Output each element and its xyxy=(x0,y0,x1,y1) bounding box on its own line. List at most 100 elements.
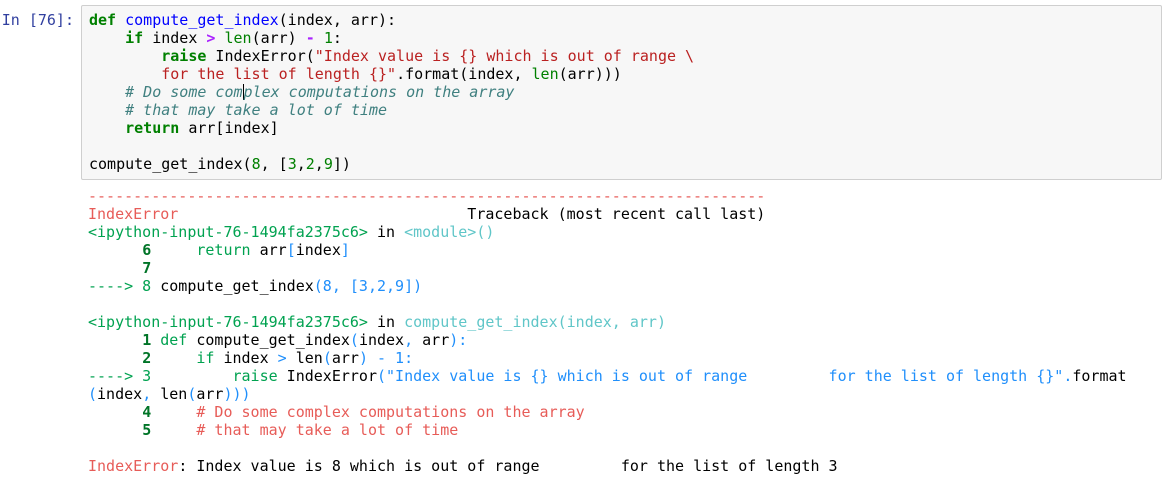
code-text: in xyxy=(367,223,405,241)
kw-raise: raise xyxy=(161,47,207,65)
traceback-header: IndexError Traceback (most recent call l… xyxy=(88,205,765,223)
function-name: compute_get_index xyxy=(125,11,279,29)
code-text: : xyxy=(404,349,414,367)
code-text: : xyxy=(332,29,342,47)
number: 8 xyxy=(251,155,261,173)
kw-if: if xyxy=(125,29,144,47)
code-text: , xyxy=(142,385,152,403)
frame-file: <ipython-input-76-1494fa2375c6> xyxy=(88,223,368,241)
builtin-len: len xyxy=(224,29,252,47)
code-text: index xyxy=(295,241,341,259)
error-message: : Index value is 8 which is out of range… xyxy=(178,457,838,475)
cell-prompt: In [76]: xyxy=(1,11,74,29)
comment: plex computations on the array xyxy=(243,83,515,101)
code-text: arr xyxy=(250,241,287,259)
traceback-frame-1: <ipython-input-76-1494fa2375c6> in <modu… xyxy=(88,223,494,241)
code-text: , xyxy=(404,331,414,349)
number: 1 xyxy=(386,349,405,367)
frame-2-line-1: 1 def compute_get_index(index, arr): xyxy=(88,331,467,349)
frame-1-line-6: 6 return arr[index] xyxy=(88,241,350,259)
code-text: compute_get_index xyxy=(151,277,314,295)
number: 9 xyxy=(323,155,333,173)
code-text: index xyxy=(214,349,278,367)
traceback-separator: ----------------------------------------… xyxy=(88,187,766,205)
code-text: ] xyxy=(340,241,350,259)
code-text: arr xyxy=(196,385,224,403)
line-number: 1 xyxy=(142,331,152,349)
kw-return: return xyxy=(196,241,251,259)
code-editor[interactable]: def compute_get_index(index, arr): if in… xyxy=(89,11,694,173)
code-line-5: # Do some complex computations on the ar… xyxy=(89,83,514,101)
code-text: arr xyxy=(413,331,450,349)
code-text: compute_get_index xyxy=(187,331,350,349)
operator: - xyxy=(367,349,387,367)
code-text: IndexError xyxy=(277,367,377,385)
code-text: (index, arr): xyxy=(278,11,397,29)
current-line-arrow: ----> 3 xyxy=(88,367,152,385)
operator: > xyxy=(277,349,287,367)
string: "Index value is {} which is out of range… xyxy=(314,47,695,65)
code-text: ): xyxy=(449,331,468,349)
code-line-4: for the list of length {}".format(index,… xyxy=(89,65,622,83)
traceback-frame-2: <ipython-input-76-1494fa2375c6> in compu… xyxy=(88,313,666,331)
code-text: len xyxy=(151,385,188,403)
number: 1 xyxy=(323,29,333,47)
code-text: ( xyxy=(322,349,332,367)
code-text: ]) xyxy=(332,155,351,173)
traceback-title: Traceback (most recent call last) xyxy=(467,205,766,223)
frame-function: compute_get_index(index, arr) xyxy=(404,313,666,331)
code-text: arr[index] xyxy=(179,119,279,137)
string: "Index value is {} which is out of range… xyxy=(386,367,1064,385)
code-line-9: compute_get_index(8, [3,2,9]) xyxy=(89,155,351,173)
comment: # Do some com xyxy=(125,83,243,101)
kw-return: return xyxy=(125,119,180,137)
code-text: index xyxy=(97,385,143,403)
kw-raise: raise xyxy=(232,367,278,385)
frame-file: <ipython-input-76-1494fa2375c6> xyxy=(88,313,368,331)
code-text: len xyxy=(286,349,323,367)
code-text: ) xyxy=(358,349,368,367)
frame-2-line-3-wrap: (index, len(arr))) xyxy=(88,385,251,403)
code-text: IndexError( xyxy=(206,47,315,65)
line-number: 7 xyxy=(142,259,152,277)
code-text: index xyxy=(358,331,405,349)
string: for the list of length {}" xyxy=(161,65,397,83)
code-text: arr xyxy=(331,349,359,367)
error-name: IndexError xyxy=(88,457,179,475)
code-text: (8, [3,2,9]) xyxy=(313,277,423,295)
kw-if: if xyxy=(196,349,215,367)
line-number: 4 xyxy=(142,403,152,421)
frame-2-line-4: 4 # Do some complex computations on the … xyxy=(88,403,585,421)
code-text: in xyxy=(367,313,405,331)
code-text: ( xyxy=(187,385,197,403)
frame-2-line-2: 2 if index > len(arr) - 1: xyxy=(88,349,413,367)
error-name: IndexError xyxy=(88,205,179,223)
number: 2 xyxy=(305,155,315,173)
code-text: (arr))) xyxy=(558,65,622,83)
final-error-line: IndexError: Index value is 8 which is ou… xyxy=(88,457,838,475)
code-text: format xyxy=(1072,367,1127,385)
code-line-7: return arr[index] xyxy=(89,119,279,137)
frame-1-line-8: ----> 8 compute_get_index(8, [3,2,9]) xyxy=(88,277,422,295)
code-text: (arr) xyxy=(251,29,306,47)
builtin-len: len xyxy=(531,65,559,83)
line-number: 5 xyxy=(142,421,152,439)
code-line-1: def compute_get_index(index, arr): xyxy=(89,11,396,29)
kw-def: def xyxy=(151,331,188,349)
current-line-arrow: ----> 8 xyxy=(88,277,152,295)
frame-2-line-3: ----> 3 raise IndexError("Index value is… xyxy=(88,367,1127,385)
code-text: . xyxy=(1063,367,1073,385)
operator: - xyxy=(305,29,315,47)
line-number: 2 xyxy=(142,349,152,367)
code-text: .format(index, xyxy=(396,65,532,83)
code-text: [ xyxy=(286,241,296,259)
code-text: , xyxy=(296,155,306,173)
code-line-2: if index > len(arr) - 1: xyxy=(89,29,342,47)
number: 3 xyxy=(287,155,297,173)
code-text: index xyxy=(143,29,207,47)
code-text: ))) xyxy=(223,385,251,403)
code-cell-input[interactable]: def compute_get_index(index, arr): if in… xyxy=(81,5,1162,180)
code-text: compute_get_index( xyxy=(89,155,252,173)
operator: > xyxy=(206,29,216,47)
code-text: ( xyxy=(377,367,387,385)
